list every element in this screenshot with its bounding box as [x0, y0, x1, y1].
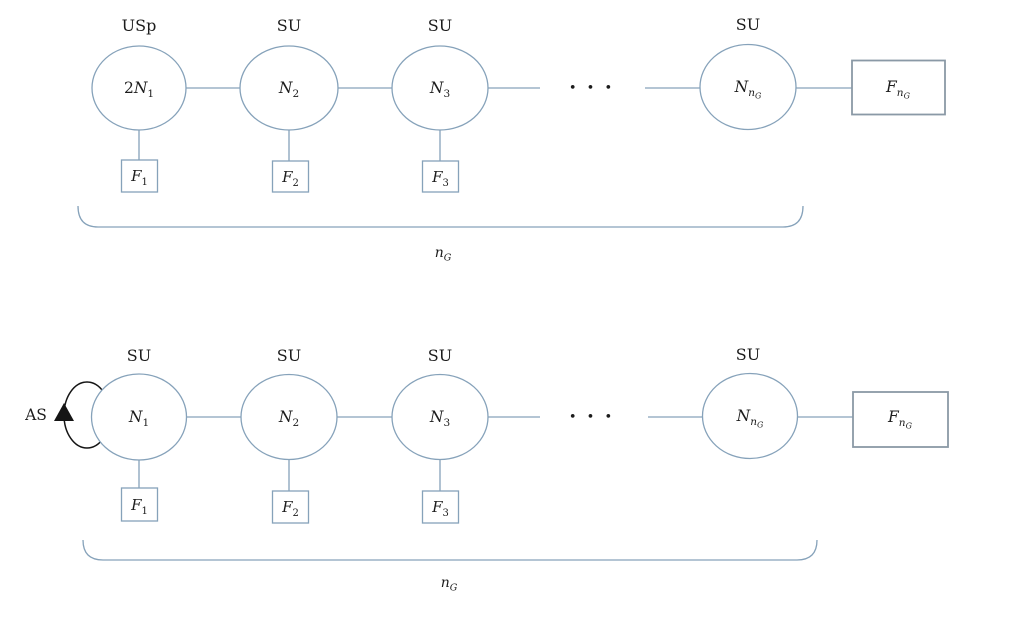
gauge-node-n2: [240, 373, 338, 461]
flavor-label-f3: F3: [431, 168, 449, 189]
underbrace: [82, 539, 818, 561]
group-label-su-2: SU: [277, 346, 301, 365]
node-label-n1: N1: [128, 408, 149, 429]
group-label-su-1: SU: [127, 346, 151, 365]
end-flavor-box: [851, 59, 946, 116]
ellipsis-dots: • • •: [569, 81, 615, 96]
node-label-n2: N2: [278, 408, 299, 429]
gauge-node-nng: [699, 43, 797, 131]
loop-arrowhead-icon: [54, 403, 74, 421]
flavor-label-f3: F3: [431, 498, 449, 519]
gauge-node-nng: [701, 372, 799, 460]
bottom-quiver: SU SU SU SU AS N1 N2 N3 NnG • • •: [24, 345, 949, 594]
flavor-label-f2: F2: [281, 168, 299, 189]
gauge-node-n1: [90, 373, 188, 461]
ellipsis-dots: • • •: [569, 410, 615, 425]
flavor-square-f2: [271, 160, 310, 193]
loop-label-as: AS: [24, 406, 47, 424]
node-label-n2: N2: [278, 79, 299, 100]
node-label-2n1: 2N1: [124, 79, 154, 100]
underbrace: [77, 205, 804, 228]
brace-label-ng: nG: [441, 575, 458, 594]
end-flavor-label: FnG: [887, 408, 913, 431]
node-label-n3: N3: [429, 79, 450, 100]
node-label-n3: N3: [429, 408, 450, 429]
flavor-square-f2: [271, 490, 310, 524]
brace-label-ng: nG: [435, 245, 452, 264]
gauge-node-n2: [239, 45, 339, 131]
flavor-square-f1: [120, 159, 159, 193]
flavor-label-f2: F2: [281, 498, 299, 519]
group-label-su-2: SU: [277, 16, 301, 35]
flavor-label-f1: F1: [130, 167, 148, 188]
gauge-node-2n1: [91, 45, 187, 131]
group-label-su-ng: SU: [736, 15, 760, 34]
flavor-square-f3: [421, 490, 460, 524]
gauge-node-n3: [391, 373, 489, 461]
end-flavor-box: [852, 391, 949, 448]
flavor-square-f1: [120, 487, 159, 522]
group-label-su-3: SU: [428, 16, 452, 35]
group-label-su-ng: SU: [736, 345, 760, 364]
top-quiver: USp SU SU SU 2N1 N2 N3 NnG • • • F1 F2 F…: [77, 15, 946, 264]
flavor-label-f1: F1: [130, 496, 148, 517]
node-label-nng: NnG: [734, 78, 762, 101]
end-flavor-label: FnG: [885, 78, 911, 101]
group-label-usp: USp: [122, 16, 157, 35]
group-label-su-3: SU: [428, 346, 452, 365]
flavor-square-f3: [421, 160, 460, 193]
node-label-nng: NnG: [736, 407, 764, 430]
gauge-node-n3: [391, 45, 489, 131]
